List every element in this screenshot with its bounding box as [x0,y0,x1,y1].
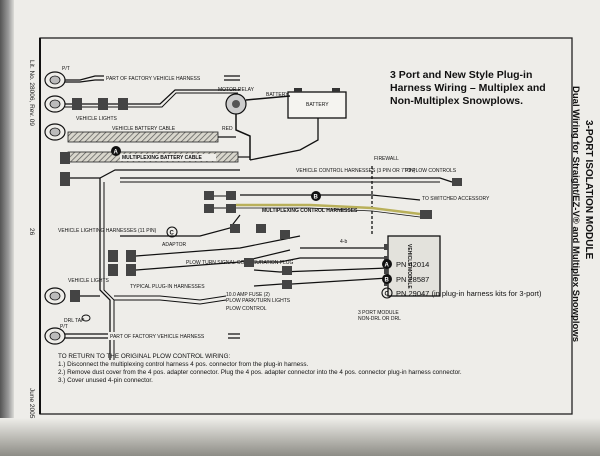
plow-park-turn-label-line: PLOW PARK/TURN LIGHTS [226,298,291,304]
connector-icon [204,191,214,200]
multiplexing-control-harnesses-label: MULTIPLEXING CONTROL HARNESSES [262,208,358,214]
legend-text-b: PN 28587 [396,275,429,284]
adaptor-label: ADAPTOR [162,242,186,248]
pt-top-label: P/T [62,66,70,72]
callout-c-marker [166,226,178,238]
svg-text:A: A [114,150,119,156]
vehicle-lighting-harnesses-label: VEHICLE LIGHTING HARNESSES (11 PIN) [58,228,157,234]
connector-icon [420,210,432,219]
svg-text:B: B [385,278,390,284]
module-caption-line1: 3 PORT MODULE [358,310,399,316]
connector-icon [230,224,240,233]
instructions-step-3: 3.) Cover unused 4-pin connector. [58,377,153,384]
plow-turn-signal-label: PLOW TURN SIGNAL CONFIGURATION PLUG [186,260,294,266]
multiplexing-battery-cable-label: MULTIPLEXING BATTERY CABLE [122,155,202,161]
firewall-label: FIREWALL [374,156,399,162]
connector-icon [60,152,70,164]
battery-cable-top-label: BATTERY CABLE [266,92,307,98]
legend-item: A PN 42014 [382,259,429,269]
legend-text-c: PN 29047 (in plug-in harness kits for 3-… [396,289,542,298]
battery-label: BATTERY [306,102,329,108]
module-caption-line2: NON-DRL OR DRL [358,316,401,322]
legend-item: B PN 28587 [382,274,429,284]
headlamp-icon [44,287,66,305]
battery-icon [287,91,347,119]
connector-icon [126,250,136,262]
diagram-title-line1: 3 Port and New Style Plug-in [390,69,532,81]
headlamp-icon [44,327,66,345]
instructions-step-2: 2.) Remove dust cover from the 4 pos. ad… [58,369,462,376]
to-plow-controls-label: TO PLOW CONTROLS [404,168,457,174]
svg-text:B: B [314,195,319,201]
factory-harness-bottom-label: PART OF FACTORY VEHICLE HARNESS [110,334,205,340]
plow-control-label: PLOW CONTROL [226,306,267,312]
connector-icon [282,280,292,289]
svg-text:C: C [170,231,175,237]
red-wire-label: RED [222,126,233,132]
connector-icon [60,172,70,186]
connector-icon [72,98,82,110]
connector-icon [226,204,236,213]
plow-control-connector-icon [452,178,462,186]
callout-b-marker [311,191,321,201]
section-subtitle: Dual Wiring for Straight/EZ-V® and Multi… [570,86,581,342]
instructions-step-1: 1.) Disconnect the multiplexing control … [58,361,309,368]
drl-tap-label: DRL TAP [64,318,85,324]
headlamp-icon [44,123,66,141]
factory-harness-top-label: PART OF FACTORY VEHICLE HARNESS [106,76,201,82]
print-date: June 2005 [28,388,35,419]
fuse-label: 10.0 AMP FUSE (2) [226,292,270,298]
scan-binding-shadow [0,0,14,456]
vehicle-control-harnesses-label: VEHICLE CONTROL HARNESSES (3 PIN OR 7 PI… [296,168,416,174]
configuration-plug-icon [244,258,254,267]
connector-icon [204,204,214,213]
vehicle-lights-bottom-label: VEHICLE LIGHTS [68,278,110,284]
motor-relay-label: MOTOR RELAY [218,87,255,93]
braided-cable [67,131,219,143]
legend-marker-c [381,287,393,299]
typical-plugin-harnesses-label: TYPICAL PLUG-IN HARNESSES [130,284,205,290]
connector-icon [226,191,236,200]
diagram-title-line2: Harness Wiring – Multiplex and [390,82,546,94]
svg-text:A: A [385,263,390,269]
legend-item: C PN 29047 (in plug-in harness kits for … [381,287,542,299]
vehicle-lights-top-label: VEHICLE LIGHTS [76,116,118,122]
legend-text-a: PN 42014 [396,260,429,269]
diagram-title-line3: Non-Multiplex Snowplows. [390,95,523,107]
connector-icon [256,224,266,233]
connector-icon [126,264,136,276]
connector-icon [108,264,118,276]
doc-number: Lit. No. 28006, Rev. 09 [28,60,35,126]
connector-icon [70,290,80,302]
connector-icon [108,250,118,262]
callout-a-marker [111,146,121,156]
section-title: 3-PORT ISOLATION MODULE [583,120,594,260]
legend-marker-a [382,259,392,269]
page-number: 26 [28,228,35,236]
connector-icon [118,98,128,110]
vehicle-module-label: VEHICLE MODULE [406,244,412,289]
instructions-heading: TO RETURN TO THE ORIGINAL PLOW CONTROL W… [58,353,230,360]
connector-icon [98,98,108,110]
svg-text:C: C [385,292,390,298]
plug-4b-label: 4-b [340,239,347,245]
vehicle-module-icon [387,235,441,297]
to-switched-accessory-label: TO SWITCHED ACCESSORY [422,196,490,202]
scan-bottom-shadow [0,418,600,456]
connector-icon [282,266,292,275]
legend: A PN 42014 B PN 28587 C PN 29047 (in plu… [381,259,542,299]
legend-marker-b [382,274,392,284]
connector-icon [280,230,290,239]
pt-bottom-label: P/T [60,324,68,330]
vehicle-battery-cable-label: VEHICLE BATTERY CABLE [112,126,176,132]
